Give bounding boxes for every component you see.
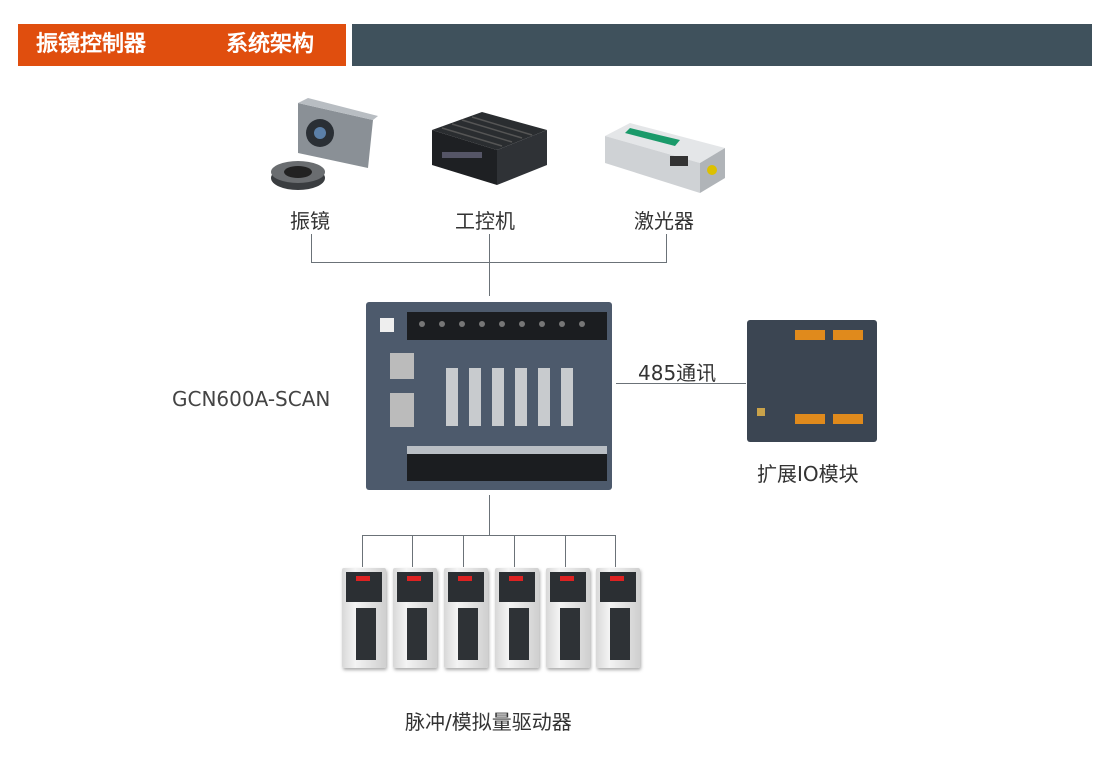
connector-line	[362, 535, 616, 536]
rs485-label: 485通讯	[638, 361, 717, 385]
galvo-label: 振镜	[290, 209, 330, 233]
connector-line	[362, 535, 363, 567]
connector-line	[565, 535, 566, 567]
header-title-bar: 振镜控制器 系统架构	[18, 24, 346, 66]
servo-drive-2	[393, 568, 437, 668]
connector-line	[489, 495, 490, 536]
connector-line	[311, 262, 667, 263]
servo-drive-3	[444, 568, 488, 668]
servo-drive-1	[342, 568, 386, 668]
io-module-image	[747, 320, 877, 442]
galvo-scanner-icon	[271, 98, 378, 190]
controller-label: GCN600A-SCAN	[172, 387, 331, 411]
drives-label: 脉冲/模拟量驱动器	[405, 710, 572, 734]
servo-drive-5	[546, 568, 590, 668]
io-module-label: 扩展IO模块	[757, 462, 859, 486]
connector-line	[615, 535, 616, 567]
connector-line	[666, 234, 667, 263]
rs485-line	[616, 383, 746, 384]
connector-line	[311, 234, 312, 263]
servo-drive-6	[596, 568, 640, 668]
connector-line	[412, 535, 413, 567]
laser-label: 激光器	[634, 209, 694, 233]
connector-line	[514, 535, 515, 567]
header-dark-bar	[352, 24, 1092, 66]
header-subtitle: 系统架构	[226, 32, 315, 57]
ipc-label: 工控机	[455, 209, 515, 233]
connector-line	[463, 535, 464, 567]
controller-image	[366, 302, 612, 490]
laser-icon	[605, 123, 725, 193]
industrial-pc-icon	[432, 112, 547, 185]
header-title: 振镜控制器	[36, 32, 147, 57]
connector-line	[489, 234, 490, 296]
servo-drive-4	[495, 568, 539, 668]
